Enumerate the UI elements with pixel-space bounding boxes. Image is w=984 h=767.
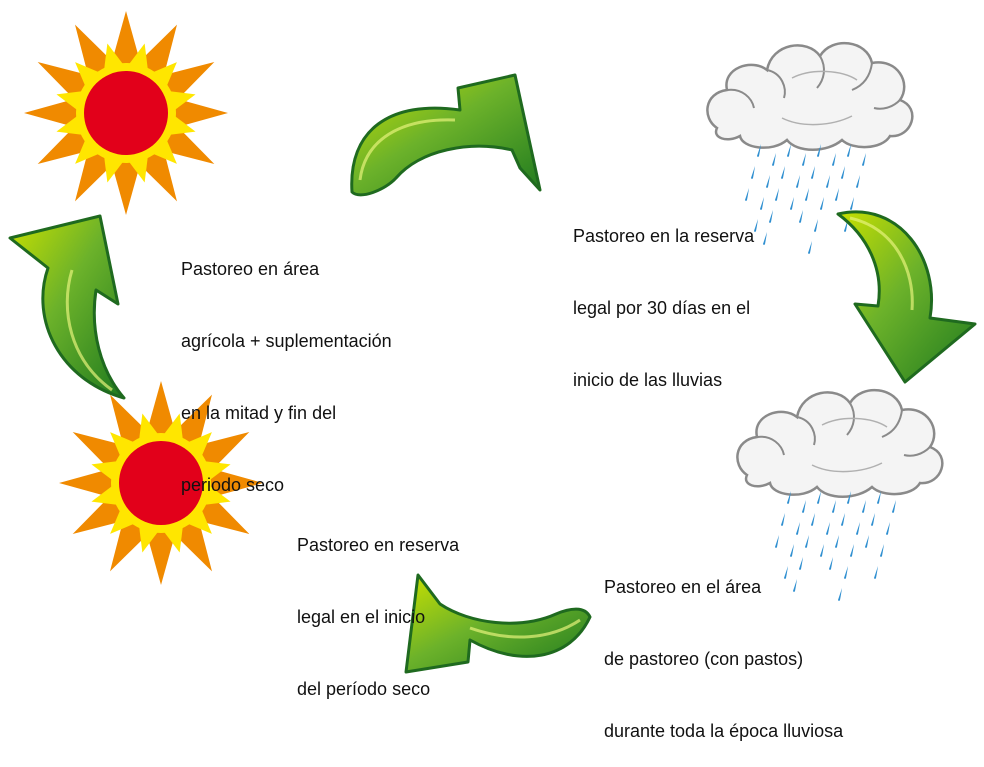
step-line: Pastoreo en reserva: [297, 535, 460, 555]
step-line: periodo seco: [181, 475, 285, 495]
step-line: Pastoreo en el área: [604, 577, 762, 597]
step-line: durante toda la época lluviosa: [604, 721, 844, 741]
step-line: Pastoreo en la reserva: [573, 226, 755, 246]
step-line: en la mitad y fin del: [181, 403, 337, 423]
step-line: inicio de las lluvias: [573, 370, 723, 390]
step-label-dry-start: Pastoreo en reserva legal en el inicio d…: [297, 485, 459, 725]
step-label-rain-season: Pastoreo en el área de pastoreo (con pas…: [604, 527, 843, 767]
step-line: del período seco: [297, 679, 431, 699]
cycle-arrow-icon: [350, 73, 542, 197]
step-line: de pastoreo (con pastos): [604, 649, 804, 669]
cycle-arrow-icon: [836, 210, 977, 384]
step-line: legal por 30 días en el: [573, 298, 751, 318]
step-label-rain-start: Pastoreo en la reserva legal por 30 días…: [573, 176, 754, 416]
grazing-cycle-diagram: [8, 11, 977, 674]
cycle-arrow-icon: [404, 573, 592, 674]
sun-icon: [24, 11, 228, 215]
step-line: agrícola + suplementación: [181, 331, 392, 351]
step-line: Pastoreo en área: [181, 259, 320, 279]
step-label-dry-mid-end: Pastoreo en área agrícola + suplementaci…: [181, 209, 392, 521]
step-line: legal en el inicio: [297, 607, 426, 627]
